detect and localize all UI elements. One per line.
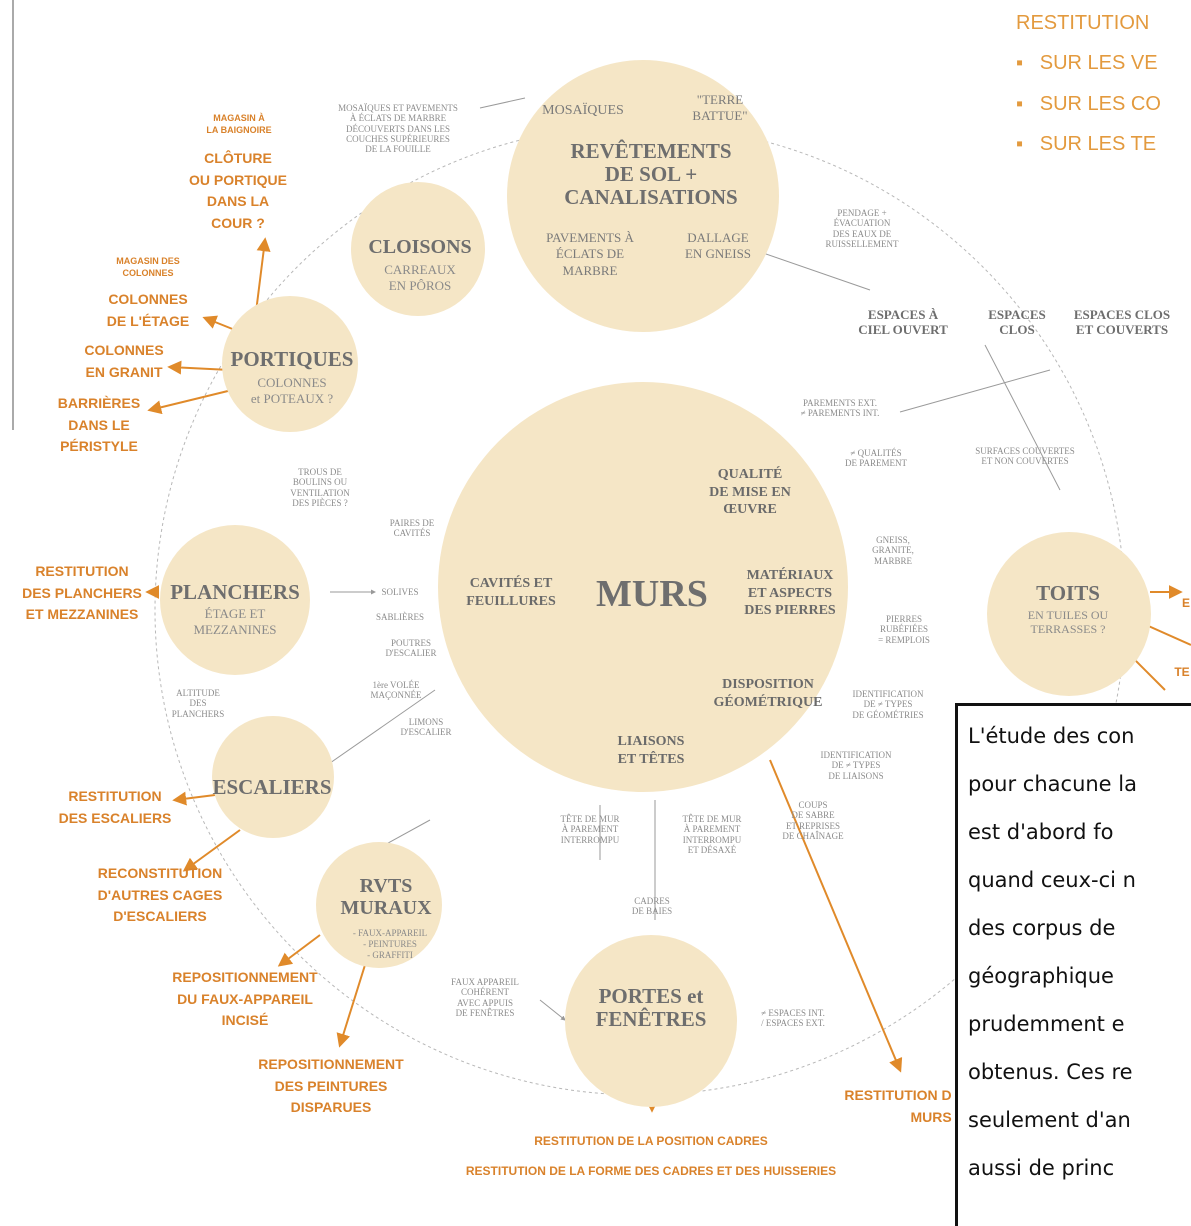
circle-title-cloisons: CLOISONS bbox=[368, 236, 472, 258]
text-line: quand ceux-ci n bbox=[968, 868, 1136, 892]
circle-title-murs: MURS bbox=[596, 573, 708, 615]
thumbnail-frame-left bbox=[0, 0, 14, 430]
orange-restitution-cadres-2: RESTITUTION DE LA FORME DES CADRES ET DE… bbox=[465, 1164, 837, 1178]
circle-portes-fenetres bbox=[565, 935, 737, 1107]
note-espaces: ≠ ESPACES INT./ ESPACES EXT. bbox=[761, 1008, 825, 1029]
circle-sub-rvts: - FAUX-APPAREIL- PEINTURES- GRAFFITI bbox=[352, 928, 428, 960]
circle-revetements bbox=[507, 60, 779, 332]
legend-title: RESTITUTION bbox=[1016, 12, 1150, 34]
circle-title-toits: TOITS bbox=[1036, 581, 1100, 605]
circle-title-portiques: PORTIQUES bbox=[230, 347, 354, 371]
circle-title-planchers: PLANCHERS bbox=[170, 580, 300, 604]
circle-portiques bbox=[222, 296, 358, 432]
text-line: est d'abord fo bbox=[968, 820, 1114, 844]
circle-title-escaliers: ESCALIERS bbox=[212, 775, 332, 799]
legend-item: ▪ SUR LES TE bbox=[1016, 133, 1157, 155]
circle-escaliers bbox=[212, 716, 334, 838]
note-sablieres: SABLIÈRES bbox=[375, 612, 425, 622]
legend-item: ▪ SUR LES CO bbox=[1016, 93, 1161, 115]
description-textbox: L'étude des con pour chacune la est d'ab… bbox=[955, 703, 1191, 1226]
note-gneiss: GNEISS,GRANITE,MARBRE bbox=[872, 535, 914, 566]
orange-toits-e: E bbox=[1181, 596, 1191, 610]
note-solives: SOLIVES bbox=[381, 587, 419, 597]
text-line: seulement d'an bbox=[968, 1108, 1131, 1132]
text-line: prudemment e bbox=[968, 1012, 1125, 1036]
orange-restitution-cadres-1: RESTITUTION DE LA POSITION CADRES bbox=[534, 1134, 768, 1148]
orange-toits-te: TE bbox=[1174, 665, 1190, 679]
text-line: géographique bbox=[968, 964, 1114, 988]
legend-item: ▪ SUR LES VE bbox=[1016, 52, 1158, 74]
text-line: L'étude des con bbox=[968, 724, 1135, 748]
inner-mosaiques: MOSAÏQUES bbox=[542, 103, 624, 118]
circle-rvts-muraux bbox=[316, 842, 442, 968]
circle-planchers bbox=[160, 525, 310, 675]
circle-cloisons bbox=[351, 182, 485, 316]
text-line: des corpus de bbox=[968, 916, 1116, 940]
note-parements: PAREMENTS EXT.≠ PAREMENTS INT. bbox=[800, 398, 880, 419]
text-line: aussi de princ bbox=[968, 1156, 1115, 1180]
circle-murs bbox=[438, 382, 848, 792]
text-line: pour chacune la bbox=[968, 772, 1137, 796]
circle-toits bbox=[987, 532, 1151, 696]
text-line: obtenus. Ces re bbox=[968, 1060, 1133, 1084]
